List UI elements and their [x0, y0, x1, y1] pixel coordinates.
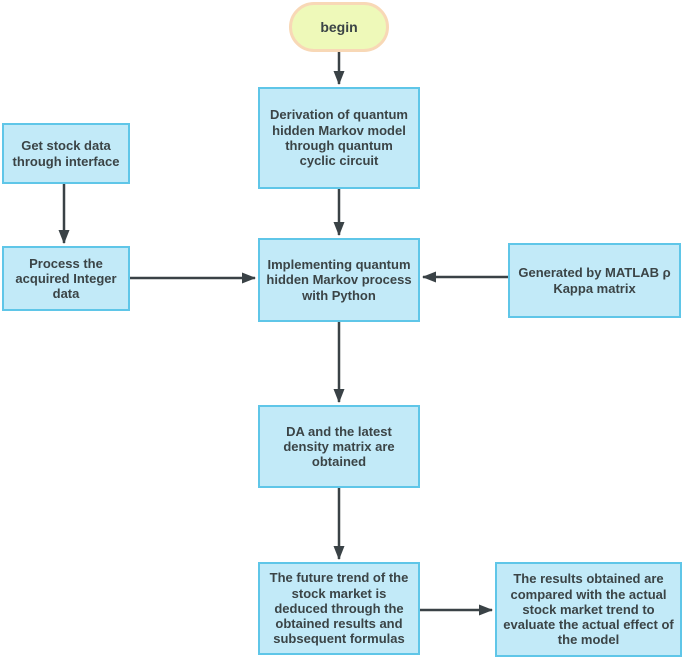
flow-node-process-data-label: Process the acquired Integer data — [15, 255, 117, 302]
flow-node-results-compare-label: The results obtained are compared with t… — [503, 571, 674, 648]
flow-node-get-stock-data: Get stock data through interface — [2, 123, 130, 184]
flow-node-density-matrix-label: DA and the latest density matrix are obt… — [283, 423, 395, 470]
flow-node-derivation-label: Derivation of quantum hidden Markov mode… — [270, 107, 408, 169]
flow-node-matlab-matrix: Generated by MATLAB ρ Kappa matrix — [508, 243, 681, 318]
flow-node-future-trend: The future trend of the stock market is … — [258, 562, 420, 655]
flow-node-density-matrix: DA and the latest density matrix are obt… — [258, 405, 420, 488]
flow-node-matlab-matrix-label: Generated by MATLAB ρ Kappa matrix — [518, 265, 671, 296]
flow-node-begin: begin — [289, 2, 389, 52]
flow-node-implementing: Implementing quantum hidden Markov proce… — [258, 238, 420, 322]
flow-node-implementing-label: Implementing quantum hidden Markov proce… — [266, 257, 412, 303]
flow-node-derivation: Derivation of quantum hidden Markov mode… — [258, 87, 420, 189]
flow-node-results-compare: The results obtained are compared with t… — [495, 562, 682, 657]
flow-node-future-trend-label: The future trend of the stock market is … — [269, 570, 409, 647]
flow-node-process-data: Process the acquired Integer data — [2, 246, 130, 311]
flow-node-get-stock-data-label: Get stock data through interface — [12, 138, 120, 169]
flow-node-begin-label: begin — [320, 18, 358, 35]
